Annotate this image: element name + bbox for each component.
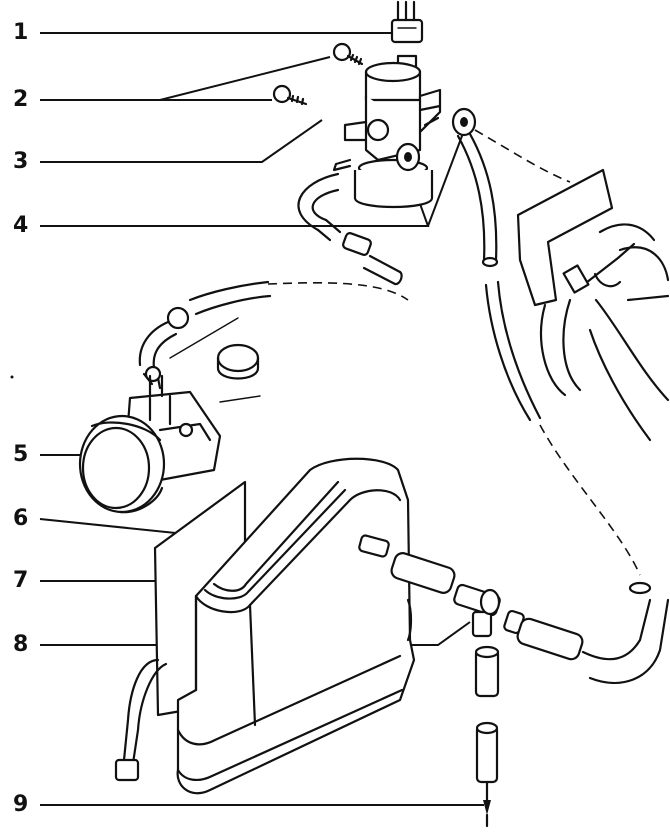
leader-lines — [39, 32, 484, 806]
part-2-screws — [272, 42, 364, 106]
part-5-throttle-housing — [78, 374, 222, 514]
leader-3 — [40, 119, 323, 163]
dashed-routing — [267, 129, 641, 576]
part-8-t-piece — [390, 552, 670, 685]
fuel-tank-edge — [516, 168, 670, 442]
intake-hose — [138, 280, 272, 390]
part-3-valve — [332, 61, 442, 209]
part-7-canister — [176, 457, 416, 795]
callout-6: 6 — [13, 506, 29, 531]
callout-1: 1 — [13, 20, 29, 45]
part-4-grommets — [395, 107, 477, 172]
stray-dot — [10, 375, 14, 379]
callout-5: 5 — [13, 442, 29, 467]
filler-cap — [169, 317, 261, 403]
callout-7: 7 — [13, 568, 29, 593]
upper-hoses — [297, 132, 542, 422]
callout-3: 3 — [13, 149, 29, 174]
part-9-hose — [474, 645, 500, 828]
callout-8: 8 — [13, 632, 29, 657]
callout-4: 4 — [13, 213, 29, 238]
callout-2: 2 — [13, 87, 29, 112]
callout-9: 9 — [13, 792, 29, 817]
